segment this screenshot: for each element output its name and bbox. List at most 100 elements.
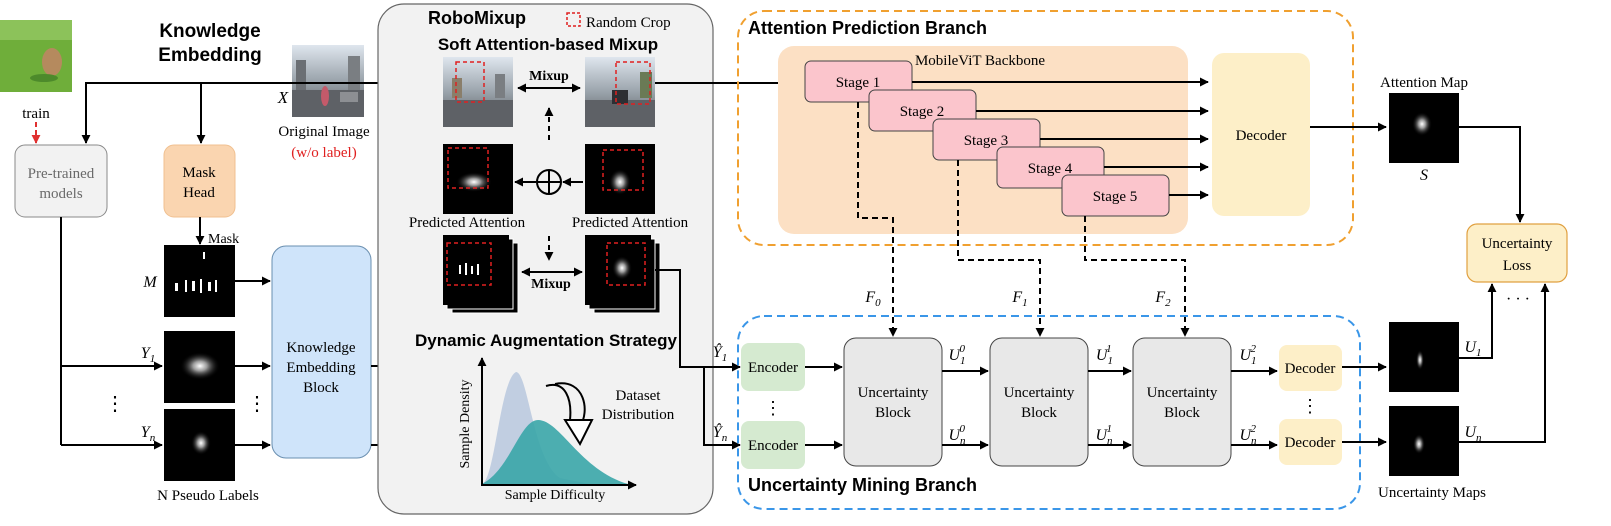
uncertainty-loss-label-1: Uncertainty xyxy=(1482,236,1553,252)
mask-label: Mask xyxy=(208,232,239,247)
attention-decoder-box xyxy=(1212,53,1310,216)
uncertainty-block-1 xyxy=(843,337,943,467)
uncertainty-branch-border xyxy=(737,315,1361,510)
uncertainty-loss-box xyxy=(1466,223,1568,283)
dataset-distribution-label-2: Distribution xyxy=(602,407,675,423)
un-2-label: Un2 xyxy=(1239,423,1257,447)
svg-text:Decoder: Decoder xyxy=(1285,361,1336,377)
loss-ellipsis: · · · xyxy=(1506,291,1530,308)
stacked-map-left xyxy=(443,235,519,314)
dynamic-augmentation-title: Dynamic Augmentation Strategy xyxy=(415,331,678,350)
f1-label: F1 xyxy=(1011,289,1027,309)
u1-1-label: U11 xyxy=(1096,343,1113,367)
yn-label: Yn xyxy=(141,424,156,444)
svg-text:Uncertainty: Uncertainty xyxy=(858,385,929,401)
y1-label: Y1 xyxy=(141,345,155,365)
svg-text:Block: Block xyxy=(1164,405,1200,421)
pseudo-labels-caption: N Pseudo Labels xyxy=(157,488,259,504)
attention-branch: Attention Prediction Branch MobileViT Ba… xyxy=(737,10,1525,246)
un-1-label: Un1 xyxy=(1095,423,1113,447)
yhat1-label: Ŷ1 xyxy=(713,342,727,364)
random-crop-label: Random Crop xyxy=(586,15,671,31)
without-label-note: (w/o label) xyxy=(291,145,356,161)
mask-head-label-1: Mask xyxy=(182,165,216,181)
soft-attention-title: Soft Attention-based Mixup xyxy=(438,35,658,54)
uncertainty-branch: Uncertainty Mining Branch Ŷ1 Ŷn Encoder … xyxy=(713,223,1568,510)
robomixup-title: RoboMixup xyxy=(428,8,526,28)
kb-label-1: Knowledge xyxy=(286,340,355,356)
encoder-1 xyxy=(741,343,805,391)
svg-text:Stage 4: Stage 4 xyxy=(1028,161,1073,177)
f2-label: F2 xyxy=(1154,289,1171,309)
train-thumbnail xyxy=(0,20,72,92)
mask-head-box xyxy=(163,144,236,218)
original-image xyxy=(292,45,364,117)
svg-text:Stage 5: Stage 5 xyxy=(1093,189,1138,205)
svg-text:Encoder: Encoder xyxy=(748,360,798,376)
pretrained-label-2: models xyxy=(39,186,82,202)
mixup-image-left xyxy=(443,57,513,127)
svg-text:Uncertainty: Uncertainty xyxy=(1147,385,1218,401)
random-crop-legend-box xyxy=(566,12,581,27)
distribution-plot xyxy=(477,357,637,490)
knowledge-embedding-block xyxy=(271,245,372,459)
stage-boxes: Stage 1 Stage 2 Stage 3 Stage 4 Stage 5 xyxy=(804,60,1170,217)
attention-decoder-label: Decoder xyxy=(1236,128,1287,144)
svg-text:Encoder: Encoder xyxy=(748,438,798,454)
u1-0-label: U10 xyxy=(948,343,965,367)
svg-text:Decoder: Decoder xyxy=(1285,435,1336,451)
svg-text:Block: Block xyxy=(875,405,911,421)
uncertainty-branch-title: Uncertainty Mining Branch xyxy=(748,475,977,495)
sample-difficulty-label: Sample Difficulty xyxy=(505,488,605,503)
vertical-dots-left: ⋮ xyxy=(105,393,125,415)
m-label: M xyxy=(142,274,158,291)
x-label: X xyxy=(277,88,289,107)
un-0-label: Un0 xyxy=(948,423,966,447)
attention-branch-title: Attention Prediction Branch xyxy=(748,18,987,38)
knowledge-embedding-title-line2: Embedding xyxy=(158,45,261,66)
mixup-label-top: Mixup xyxy=(529,69,569,84)
original-image-label: Original Image xyxy=(278,124,370,140)
knowledge-embedding-section: train Knowledge Embedding X Original Ima… xyxy=(0,20,441,504)
knowledge-embedding-title-line1: Knowledge xyxy=(159,21,260,42)
uncertainty-decoder-n xyxy=(1279,419,1342,465)
vertical-dots-mid: ⋮ xyxy=(247,393,267,415)
predicted-attention-label-left: Predicted Attention xyxy=(409,215,526,231)
encoder-n xyxy=(741,421,805,469)
uncertainty-block-3 xyxy=(1132,337,1232,467)
dataset-distribution-label-1: Dataset xyxy=(616,388,662,404)
svg-text:Stage 3: Stage 3 xyxy=(964,133,1009,149)
uncertainty-loss-label-2: Loss xyxy=(1503,258,1532,274)
stacked-map-right xyxy=(585,235,661,314)
mask-map-marks xyxy=(175,252,217,293)
mask-map xyxy=(164,245,235,317)
kb-label-2: Embedding xyxy=(286,360,356,376)
svg-text:Stage 1: Stage 1 xyxy=(836,75,881,91)
sample-density-label: Sample Density xyxy=(458,379,473,468)
mobilevit-backbone-label: MobileViT Backbone xyxy=(915,53,1045,69)
f0-label: F0 xyxy=(864,289,881,309)
mixup-label-bottom: Mixup xyxy=(531,277,571,292)
mixup-image-right xyxy=(585,57,655,127)
uncertainty-map-1 xyxy=(1389,322,1459,392)
mask-head-label-2: Head xyxy=(183,185,215,201)
attention-map-label: Attention Map xyxy=(1380,75,1468,91)
uncertainty-maps-label: Uncertainty Maps xyxy=(1378,485,1486,501)
out-u1-label: U1 xyxy=(1464,339,1481,359)
decoder-dots: ⋮ xyxy=(1301,396,1319,416)
encoder-dots: ⋮ xyxy=(764,398,782,418)
svg-text:Uncertainty: Uncertainty xyxy=(1004,385,1075,401)
feature-connectors: F0 F1 F2 xyxy=(857,102,1190,337)
yhatn-label: Ŷn xyxy=(713,422,728,444)
pretrained-label-1: Pre-trained xyxy=(28,166,95,182)
svg-text:Stage 2: Stage 2 xyxy=(900,104,945,120)
train-label: train xyxy=(22,106,50,122)
predicted-attention-label-right: Predicted Attention xyxy=(572,215,689,231)
robomixup-section: RoboMixup Random Crop Soft Attention-bas… xyxy=(377,3,791,515)
oplus-icon xyxy=(536,169,562,195)
u1-2-label: U12 xyxy=(1239,343,1256,367)
uncertainty-block-2 xyxy=(989,337,1089,467)
out-un-label: Un xyxy=(1464,424,1482,444)
uncertainty-decoder-1 xyxy=(1279,345,1342,391)
